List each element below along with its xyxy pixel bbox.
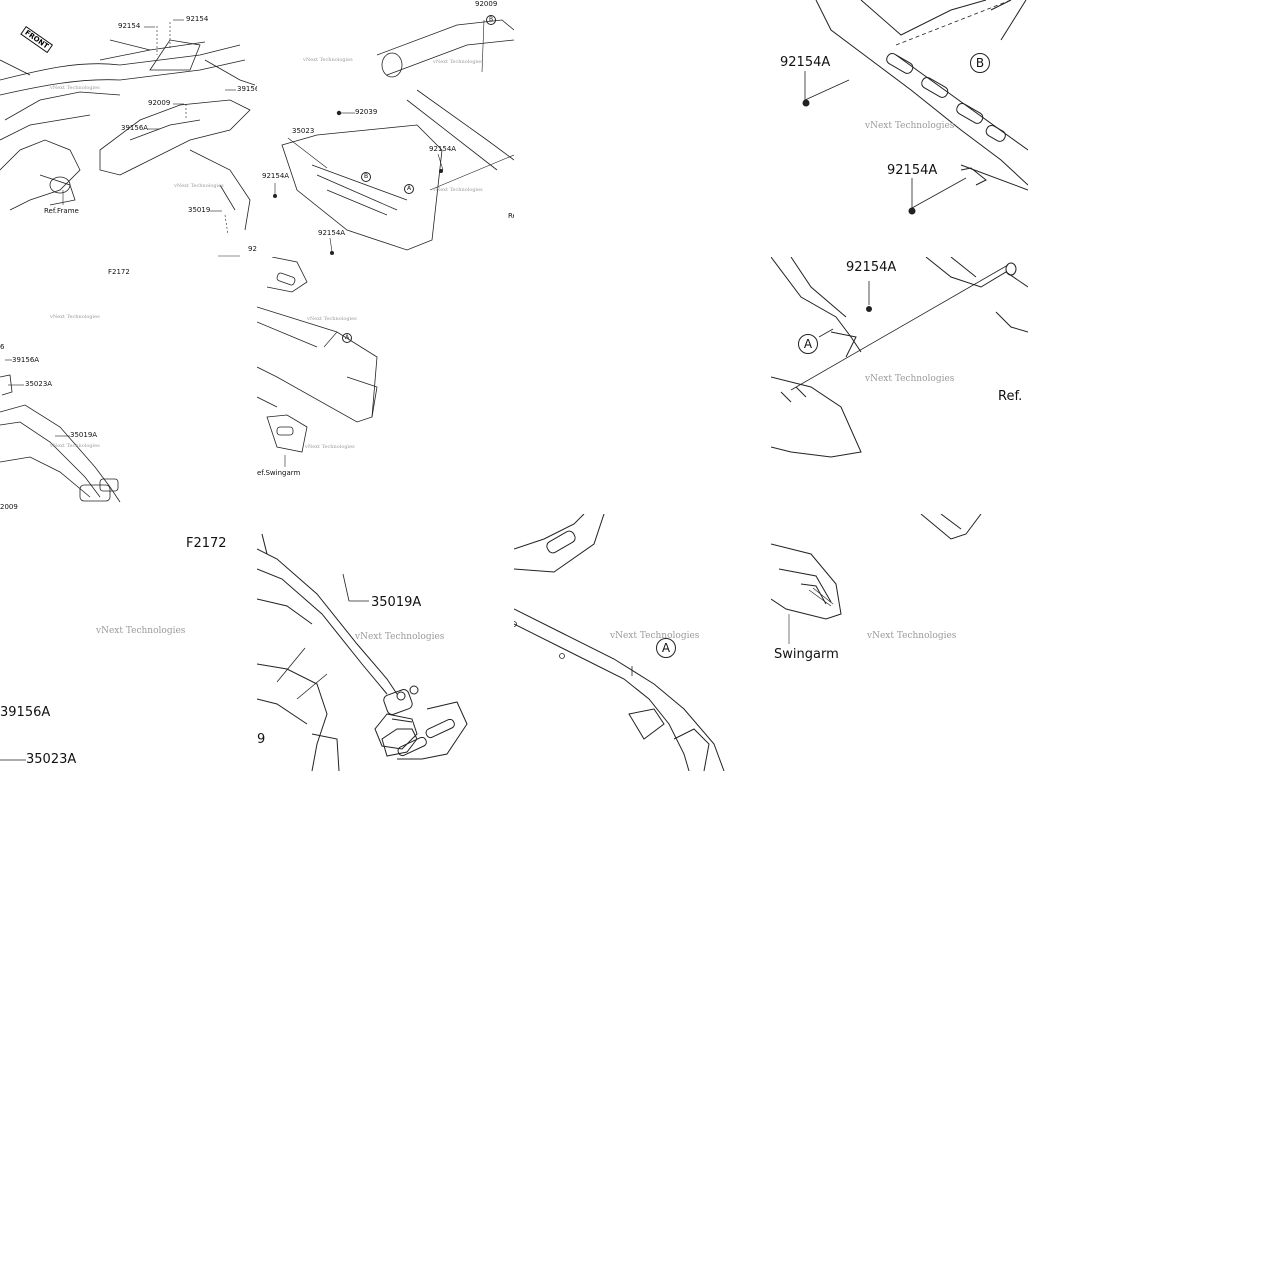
marker-a: A bbox=[798, 334, 818, 354]
watermark: vNext Technologies bbox=[307, 316, 357, 322]
callout-2009-partial: 2009 bbox=[0, 503, 18, 511]
chain-guard-drawing bbox=[273, 19, 514, 255]
ref-partial-label: Ref. bbox=[998, 389, 1023, 404]
watermark: vNext Technologies bbox=[867, 631, 957, 641]
watermark: vNext Technologies bbox=[355, 632, 445, 642]
swingarm-pivot-drawing bbox=[771, 514, 982, 644]
tile-overview-middle: 92009 B 92039 35023 92154A 92154A B A 92… bbox=[257, 0, 514, 257]
callout-92154a: 92154A bbox=[887, 163, 938, 178]
tile-zoom-swingarm-ref: Swingarm vNext Technologies bbox=[771, 514, 1028, 771]
watermark: vNext Technologies bbox=[50, 85, 100, 91]
callout-35023: 35023 bbox=[292, 127, 315, 135]
figure-code: F2172 bbox=[108, 268, 130, 276]
tile-zoom-middle: 35019A 9 vNext Technologies bbox=[257, 514, 514, 771]
watermark: vNext Technologies bbox=[865, 121, 955, 131]
callout-92154a: 92154A bbox=[846, 260, 897, 275]
callout-35023a: 35023A bbox=[26, 752, 77, 767]
marker-a: A bbox=[342, 333, 352, 343]
chain-case-detail-drawing bbox=[257, 533, 468, 771]
callout-92154a: 92154A bbox=[780, 55, 831, 70]
guard-reference-drawing bbox=[771, 257, 1028, 458]
callout-92-partial: 92 bbox=[248, 245, 257, 253]
watermark: vNext Technologies bbox=[50, 314, 100, 320]
ref-swingarm-label: Swingarm bbox=[774, 647, 839, 662]
callout-92009: 92009 bbox=[148, 99, 171, 107]
callout-9-partial: 9 bbox=[257, 732, 266, 747]
ref-partial-label: Re bbox=[508, 212, 514, 220]
tile-zoom-chain-guard: 92154A B 92154A vNext Technologies bbox=[771, 0, 1028, 257]
marker-a: A bbox=[656, 638, 676, 658]
swingarm-drawing bbox=[257, 257, 378, 467]
tile-overview-bottom-left: 6 39156A 35023A 35019A 2009 vNext Techno… bbox=[0, 257, 257, 514]
callout-39156a: 39156A bbox=[0, 705, 51, 720]
callout-92154a: 92154A bbox=[318, 229, 346, 237]
callout-92039: 92039 bbox=[355, 108, 378, 116]
watermark: vNext Technologies bbox=[303, 57, 353, 63]
tile-overview-left: FRONT 92154 92154 39156 92009 39156A 350… bbox=[0, 0, 257, 257]
watermark: vNext Technologies bbox=[865, 374, 955, 384]
callout-92154: 92154 bbox=[118, 22, 141, 30]
tile-zoom-reference: 92154A A Ref. vNext Technologies bbox=[771, 257, 1028, 514]
callout-35019a: 35019A bbox=[70, 431, 98, 439]
marker-a: A bbox=[404, 184, 414, 194]
watermark: vNext Technologies bbox=[433, 187, 483, 193]
callout-39156a: 39156A bbox=[12, 356, 40, 364]
callout-35023a: 35023A bbox=[25, 380, 53, 388]
tile-zoom-swingarm: A vNext Technologies bbox=[514, 514, 771, 771]
callout-35019a: 35019A bbox=[371, 595, 422, 610]
watermark: vNext Technologies bbox=[96, 626, 186, 636]
callout-35019: 35019 bbox=[188, 206, 211, 214]
callout-39156: 39156 bbox=[237, 85, 257, 93]
ref-swingarm-partial-label: ef.Swingarm bbox=[257, 469, 301, 477]
watermark: vNext Technologies bbox=[50, 443, 100, 449]
watermark: vNext Technologies bbox=[610, 631, 700, 641]
callout-92154-b: 92154 bbox=[186, 15, 209, 23]
swingarm-detail-drawing bbox=[514, 514, 725, 771]
callout-92154a: 92154A bbox=[262, 172, 290, 180]
marker-b: B bbox=[970, 53, 990, 73]
marker-b: B bbox=[486, 15, 496, 25]
bracket-detail-drawing bbox=[0, 759, 26, 761]
tile-overview-bottom-middle: A ef.Swingarm vNext Technologies vNext T… bbox=[257, 257, 514, 514]
figure-code: F2172 bbox=[186, 536, 227, 551]
callout-39156a: 39156A bbox=[121, 124, 149, 132]
marker-b: B bbox=[361, 172, 371, 182]
callout-6-partial: 6 bbox=[0, 343, 5, 351]
frame-assembly-drawing bbox=[0, 19, 256, 257]
watermark: vNext Technologies bbox=[305, 444, 355, 450]
ref-frame-label: Ref.Frame bbox=[44, 207, 79, 215]
chain-guard-detail-drawing bbox=[802, 0, 1028, 215]
chain-case-drawing bbox=[0, 359, 121, 503]
callout-92154a: 92154A bbox=[429, 145, 457, 153]
watermark: vNext Technologies bbox=[433, 59, 483, 65]
watermark: vNext Technologies bbox=[174, 183, 224, 189]
callout-92009-top: 92009 bbox=[475, 0, 498, 8]
tile-zoom-left: F2172 39156A 35023A vNext Technologies bbox=[0, 514, 257, 771]
